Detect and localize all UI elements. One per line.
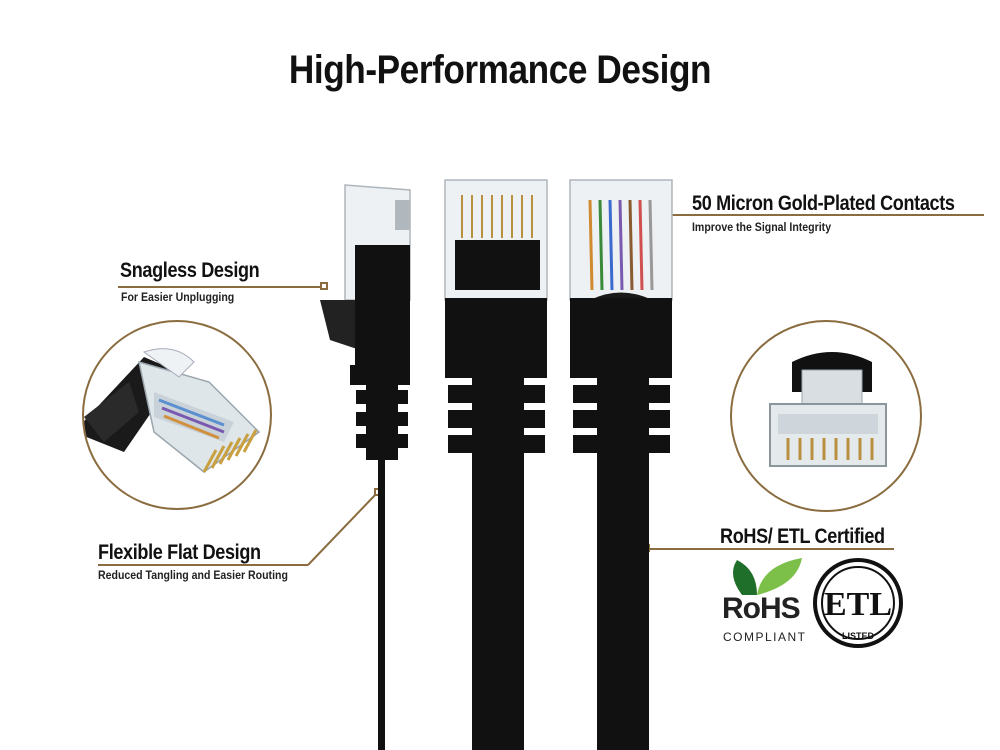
snagless-callout-line xyxy=(118,286,320,288)
etl-listed-logo: ETL LISTED xyxy=(813,558,903,648)
gold-contacts-heading: 50 Micron Gold-Plated Contacts xyxy=(692,192,955,215)
flat-design-callout-line xyxy=(98,564,308,566)
contacts-detail-circle xyxy=(730,320,922,512)
etl-logo-sub: LISTED xyxy=(842,631,875,641)
certified-callout-line xyxy=(648,548,894,550)
certified-heading: RoHS/ ETL Certified xyxy=(720,525,885,548)
connector-closeup-image xyxy=(84,348,261,473)
contacts-closeup-image xyxy=(769,352,887,467)
gold-contacts-subheading: Improve the Signal Integrity xyxy=(692,220,832,234)
rohs-logo-sub: COMPLIANT xyxy=(723,630,807,644)
gold-contacts-callout-line xyxy=(668,214,984,216)
flat-design-subheading: Reduced Tangling and Easier Routing xyxy=(98,568,288,582)
back-view-connector xyxy=(444,179,548,750)
rohs-logo-text: RoHS xyxy=(722,592,801,625)
flat-design-heading: Flexible Flat Design xyxy=(98,541,261,564)
snagless-heading: Snagless Design xyxy=(120,259,260,282)
snagless-detail-circle xyxy=(82,320,272,510)
page-title: High-Performance Design xyxy=(288,48,712,92)
front-view-connector xyxy=(569,179,673,750)
snagless-subheading: For Easier Unplugging xyxy=(121,290,235,304)
etl-logo-text: ETL xyxy=(824,586,892,623)
side-view-connector xyxy=(320,184,411,750)
snagless-callout-marker xyxy=(320,282,328,290)
rohs-leaf-icon xyxy=(733,558,802,595)
